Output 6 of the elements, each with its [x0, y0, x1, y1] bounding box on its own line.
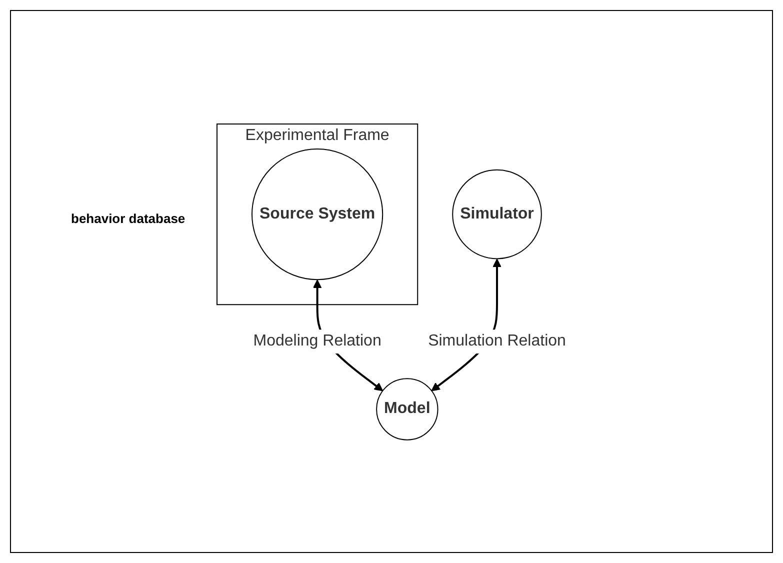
edge-label: Modeling Relation — [253, 332, 382, 350]
node-circle: Model — [376, 378, 438, 440]
node-circle: Simulator — [452, 168, 542, 259]
edge-label: Simulation Relation — [428, 332, 566, 350]
node-circle: Source System — [252, 148, 384, 280]
annotation-text: behavior database — [71, 211, 186, 226]
